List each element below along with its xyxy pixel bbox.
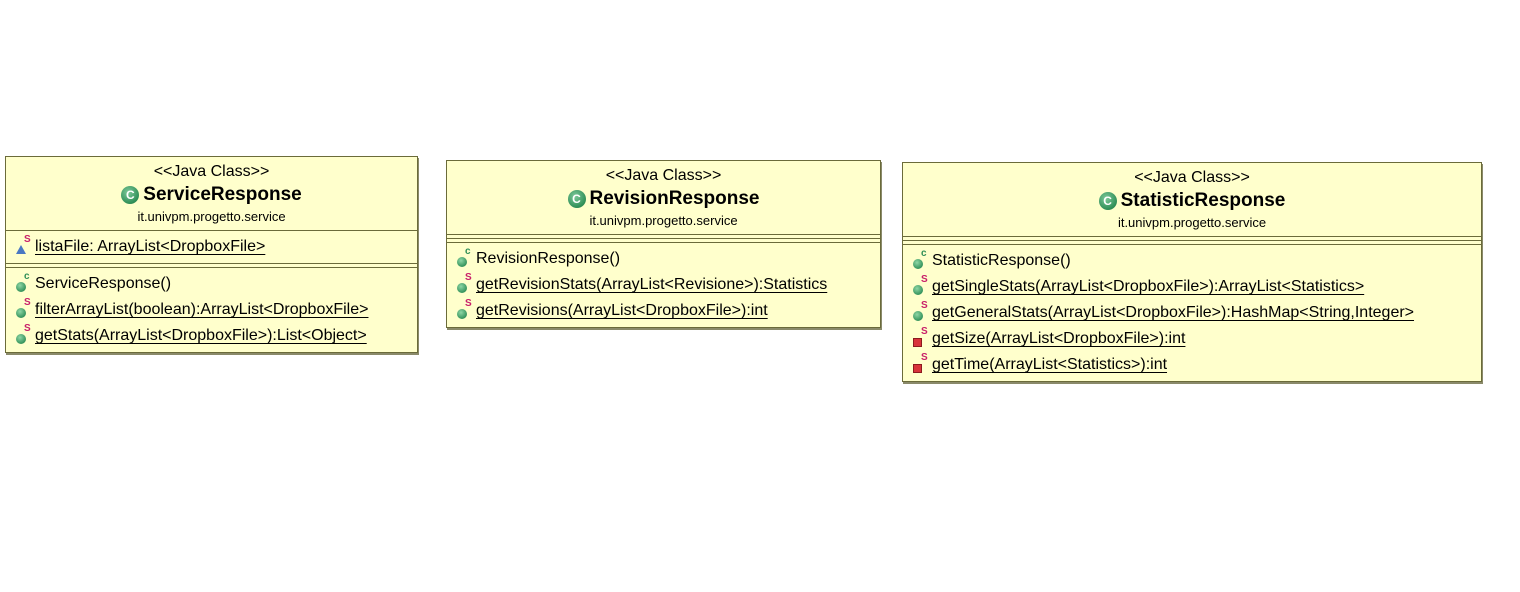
static-private-method-icon: S — [913, 327, 930, 348]
package-name: it.univpm.progetto.service — [589, 213, 738, 228]
static-public-method-icon: S — [16, 324, 33, 345]
attributes-compartment — [903, 237, 1481, 241]
method-text: getRevisionStats(ArrayList<Revisione>):S… — [476, 276, 828, 293]
method-text: getRevisions(ArrayList<DropboxFile>):int — [476, 302, 768, 319]
class-icon: C — [1098, 192, 1117, 210]
static-public-method-icon: S — [457, 273, 474, 294]
static-public-method-icon: S — [913, 275, 930, 296]
class-icon: C — [121, 186, 140, 204]
static-public-method-icon: S — [457, 299, 474, 320]
static-public-method-icon: S — [913, 301, 930, 322]
package-name: it.univpm.progetto.service — [1117, 215, 1267, 230]
package-name: it.univpm.progetto.service — [137, 209, 286, 224]
class-name: ServiceResponse — [143, 184, 302, 205]
attributes-compartment — [447, 235, 880, 239]
method-text: getTime(ArrayList<Statistics>):int — [932, 356, 1168, 373]
method-text: getGeneralStats(ArrayList<DropboxFile>):… — [932, 304, 1415, 321]
constructor-icon: c — [457, 247, 474, 268]
method-text: getSingleStats(ArrayList<DropboxFile>):A… — [932, 278, 1365, 295]
attribute-text: listaFile: ArrayList<DropboxFile> — [35, 238, 266, 255]
constructor-icon: c — [913, 249, 930, 270]
static-field-icon: S — [16, 235, 33, 256]
constructor-icon: c — [16, 272, 33, 293]
method-text: getSize(ArrayList<DropboxFile>):int — [932, 330, 1186, 347]
method-text: getStats(ArrayList<DropboxFile>):List<Ob… — [35, 327, 367, 344]
stereotype-label: <<Java Class>> — [605, 167, 722, 184]
method-text: StatisticResponse() — [932, 252, 1071, 269]
method-text: ServiceResponse() — [35, 275, 172, 292]
static-public-method-icon: S — [16, 298, 33, 319]
class-name: RevisionResponse — [589, 188, 760, 209]
class-icon: C — [567, 190, 586, 208]
method-text: filterArrayList(boolean):ArrayList<Dropb… — [35, 301, 369, 318]
class-name: StatisticResponse — [1120, 190, 1286, 211]
static-private-method-icon: S — [913, 353, 930, 374]
stereotype-label: <<Java Class>> — [153, 163, 270, 180]
stereotype-label: <<Java Class>> — [1134, 169, 1250, 186]
method-text: RevisionResponse() — [476, 250, 621, 267]
